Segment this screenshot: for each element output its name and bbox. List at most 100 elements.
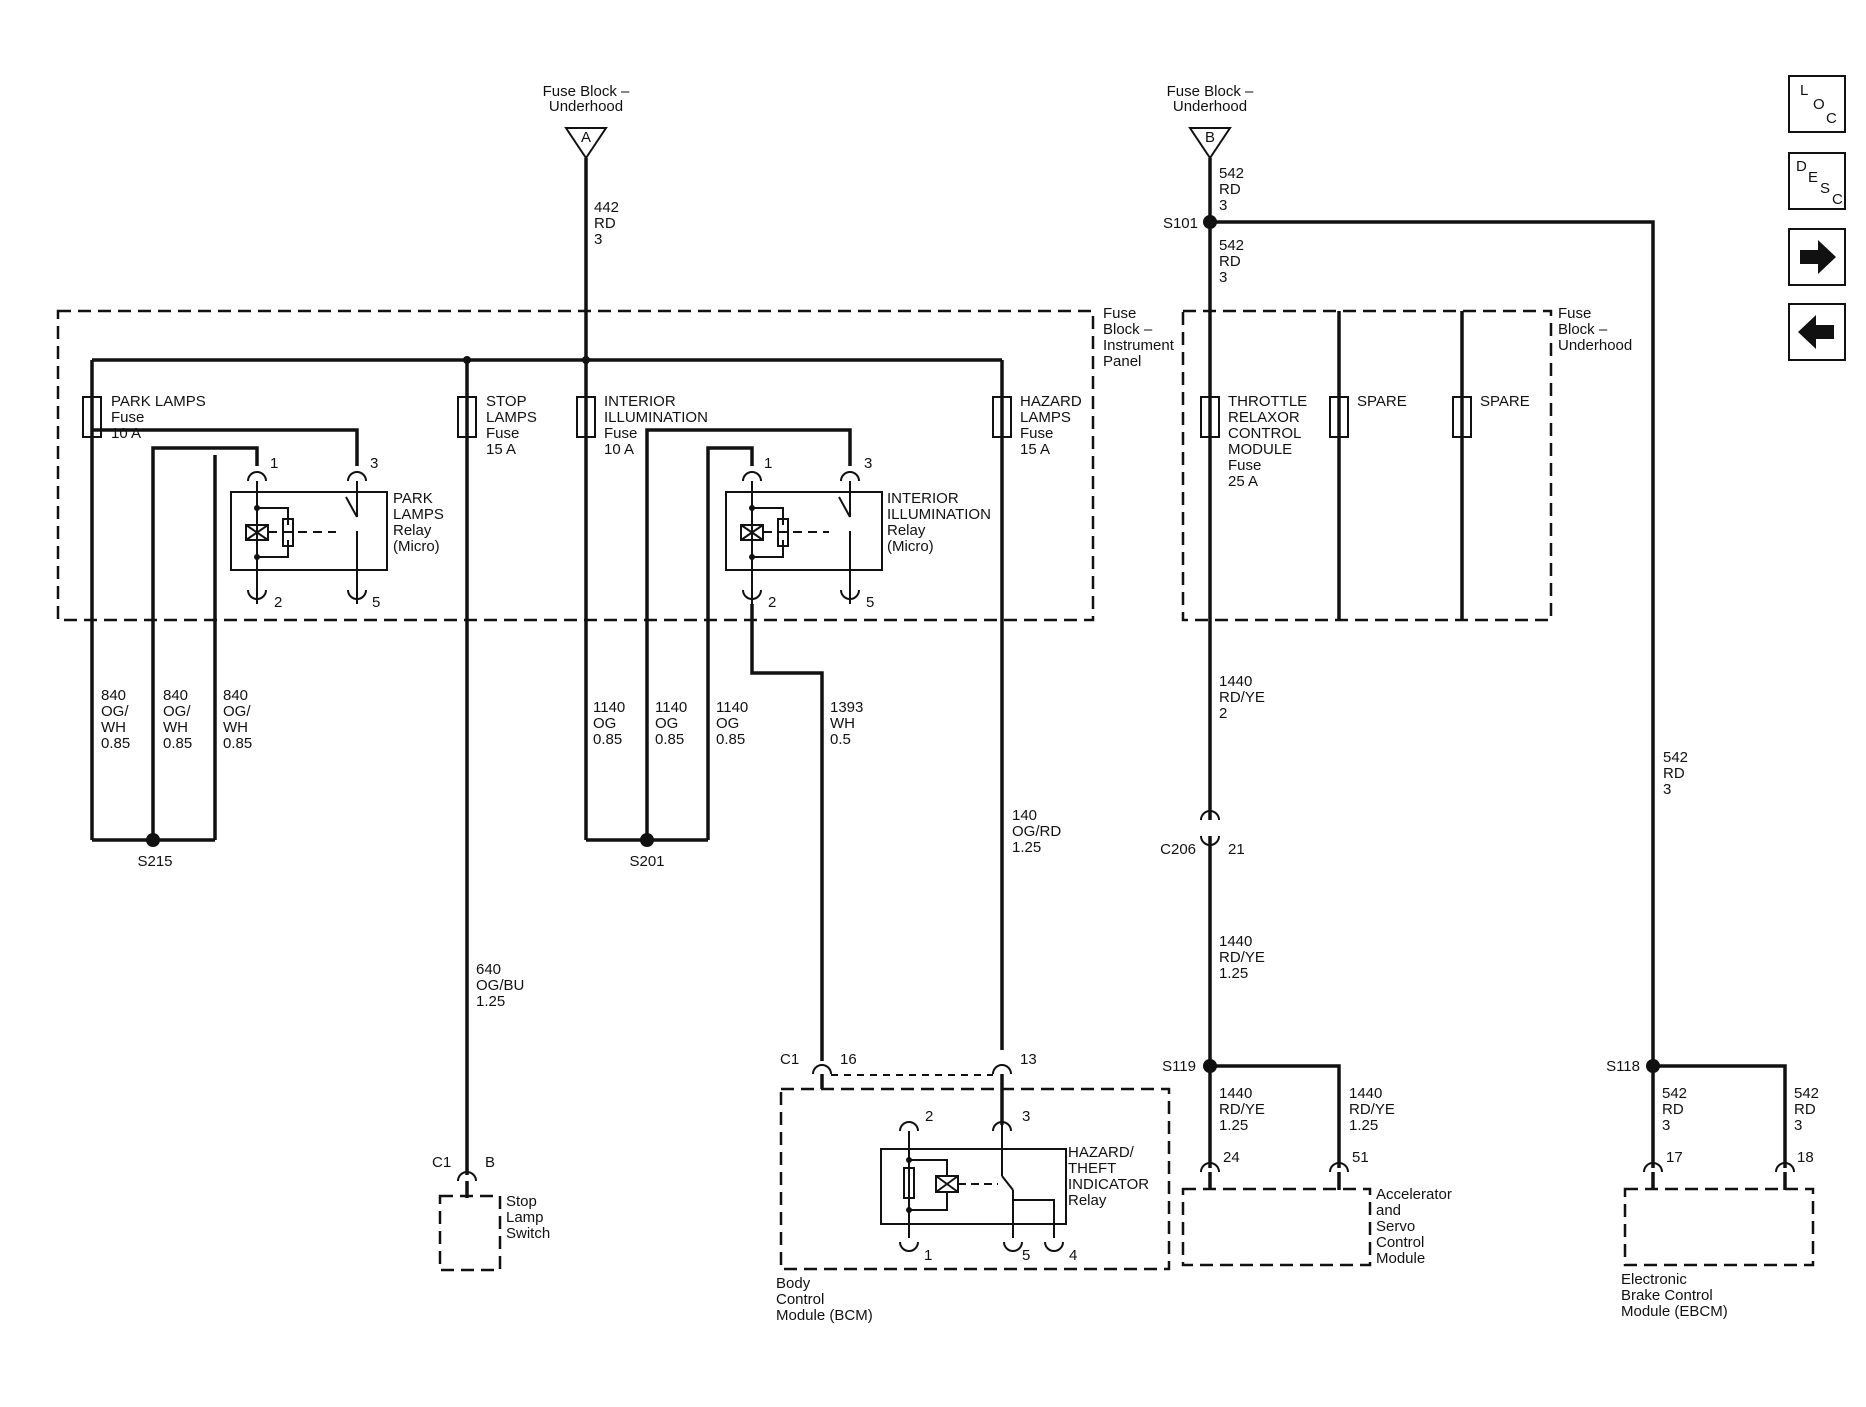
- svg-text:51: 51: [1352, 1149, 1369, 1166]
- svg-text:542: 542: [1219, 237, 1244, 254]
- wire-label-1440-a: 1440 RD/YE 2: [1219, 673, 1265, 722]
- svg-text:840: 840: [163, 687, 188, 704]
- svg-text:E: E: [1808, 169, 1818, 186]
- svg-text:25 A: 25 A: [1228, 473, 1258, 490]
- svg-text:5: 5: [372, 594, 380, 611]
- svg-text:D: D: [1796, 158, 1807, 175]
- svg-text:1.25: 1.25: [476, 993, 505, 1010]
- svg-text:L: L: [1800, 82, 1808, 99]
- svg-text:OG: OG: [655, 715, 678, 732]
- svg-text:1140: 1140: [716, 699, 748, 716]
- svg-text:Module (BCM): Module (BCM): [776, 1307, 873, 1324]
- svg-text:LAMPS: LAMPS: [486, 409, 537, 426]
- wire-label-542-mid: 542 RD 3: [1219, 237, 1244, 286]
- svg-text:18: 18: [1797, 1149, 1814, 1166]
- svg-text:S119: S119: [1162, 1058, 1196, 1075]
- svg-text:840: 840: [223, 687, 248, 704]
- svg-text:1440: 1440: [1219, 933, 1252, 950]
- svg-text:ILLUMINATION: ILLUMINATION: [887, 506, 991, 523]
- svg-text:3: 3: [864, 455, 872, 472]
- svg-text:SPARE: SPARE: [1480, 393, 1530, 410]
- svg-text:16: 16: [840, 1051, 857, 1068]
- bcm-label: Body Control Module (BCM): [776, 1275, 873, 1324]
- svg-text:OG/: OG/: [101, 703, 129, 720]
- svg-text:1.25: 1.25: [1219, 1117, 1248, 1134]
- svg-text:Instrument: Instrument: [1103, 337, 1175, 354]
- fuse-spare-2: [1452, 396, 1472, 438]
- svg-text:140: 140: [1012, 807, 1037, 824]
- svg-text:RD: RD: [594, 215, 616, 232]
- svg-text:4: 4: [1069, 1247, 1077, 1264]
- fuse-stop-lamps: [457, 396, 477, 438]
- svg-text:3: 3: [1662, 1117, 1670, 1134]
- desc-button[interactable]: D E S C: [1788, 152, 1846, 210]
- svg-text:THROTTLE: THROTTLE: [1228, 393, 1307, 410]
- wire-label-542-top: 542 RD 3: [1219, 165, 1244, 214]
- interior-relay-labels: 1 3 2 5 INTERIOR ILLUMINATION Relay (Mic…: [764, 455, 991, 611]
- fuse-park-lamps: [82, 396, 102, 438]
- svg-text:542: 542: [1662, 1085, 1687, 1102]
- svg-text:INDICATOR: INDICATOR: [1068, 1176, 1149, 1193]
- hazard-relay-labels: 2 3 1 5 4 HAZARD/ THEFT INDICATOR Relay: [924, 1108, 1149, 1264]
- svg-text:2: 2: [1219, 705, 1227, 722]
- svg-text:RD/YE: RD/YE: [1349, 1101, 1395, 1118]
- hazard-theft-relay: [880, 1121, 1067, 1252]
- svg-text:OG: OG: [593, 715, 616, 732]
- svg-text:Underhood: Underhood: [549, 98, 623, 115]
- svg-text:3: 3: [370, 455, 378, 472]
- svg-text:2: 2: [925, 1108, 933, 1125]
- svg-text:Relay: Relay: [887, 522, 926, 539]
- svg-text:S101: S101: [1163, 215, 1198, 232]
- svg-text:A: A: [581, 129, 591, 146]
- fuse-interior-illumination: [576, 396, 596, 438]
- svg-text:INTERIOR: INTERIOR: [887, 490, 959, 507]
- fuse-block-underhood-box: [1181, 309, 1553, 622]
- svg-text:1.25: 1.25: [1012, 839, 1041, 856]
- svg-text:1440: 1440: [1219, 1085, 1252, 1102]
- svg-text:and: and: [1376, 1202, 1401, 1219]
- svg-text:Underhood: Underhood: [1558, 337, 1632, 354]
- fuse-block-underhood-label: Fuse Block – Underhood: [1558, 305, 1632, 354]
- svg-text:Lamp: Lamp: [506, 1209, 544, 1226]
- svg-text:1: 1: [764, 455, 772, 472]
- svg-text:PARK LAMPS: PARK LAMPS: [111, 393, 206, 410]
- park-lamps-relay: [230, 471, 388, 604]
- stop-lamp-switch-box: [438, 1194, 502, 1272]
- svg-text:ILLUMINATION: ILLUMINATION: [604, 409, 708, 426]
- svg-text:Relay: Relay: [393, 522, 432, 539]
- prev-arrow-button[interactable]: [1788, 303, 1846, 361]
- svg-text:Fuse Block –: Fuse Block –: [543, 83, 630, 100]
- svg-text:STOP: STOP: [486, 393, 527, 410]
- svg-text:1440: 1440: [1349, 1085, 1382, 1102]
- svg-text:1140: 1140: [655, 699, 687, 716]
- svg-text:2: 2: [768, 594, 776, 611]
- svg-text:RD: RD: [1794, 1101, 1816, 1118]
- loc-button[interactable]: L O C: [1788, 75, 1846, 133]
- svg-text:Fuse: Fuse: [1020, 425, 1053, 442]
- svg-text:0.85: 0.85: [223, 735, 252, 752]
- wire-label-542-right: 542 RD 3: [1663, 749, 1688, 798]
- fuse-block-instrument-panel-box: [56, 309, 1095, 622]
- svg-text:WH: WH: [223, 719, 248, 736]
- wire-label-1440-b: 1440 RD/YE 1.25: [1219, 933, 1265, 982]
- svg-text:WH: WH: [830, 715, 855, 732]
- svg-text:C206: C206: [1160, 841, 1196, 858]
- fuse-spare-1: [1329, 396, 1349, 438]
- svg-text:15 A: 15 A: [1020, 441, 1050, 458]
- next-arrow-button[interactable]: [1788, 228, 1846, 286]
- svg-text:HAZARD: HAZARD: [1020, 393, 1082, 410]
- bcm-box: [779, 1087, 1171, 1271]
- svg-text:Brake Control: Brake Control: [1621, 1287, 1713, 1304]
- svg-text:HAZARD/: HAZARD/: [1068, 1144, 1135, 1161]
- arrow-left-icon: [1798, 315, 1834, 349]
- svg-text:Fuse: Fuse: [1103, 305, 1136, 322]
- svg-text:15 A: 15 A: [486, 441, 516, 458]
- wire-label-140: 140 OG/RD 1.25: [1012, 807, 1061, 856]
- accelerator-servo-module-label: Accelerator and Servo Control Module: [1376, 1186, 1452, 1267]
- svg-text:10 A: 10 A: [111, 425, 141, 442]
- svg-text:WH: WH: [101, 719, 126, 736]
- fuse-block-ip-label: Fuse Block – Instrument Panel: [1103, 305, 1175, 370]
- svg-text:LAMPS: LAMPS: [393, 506, 444, 523]
